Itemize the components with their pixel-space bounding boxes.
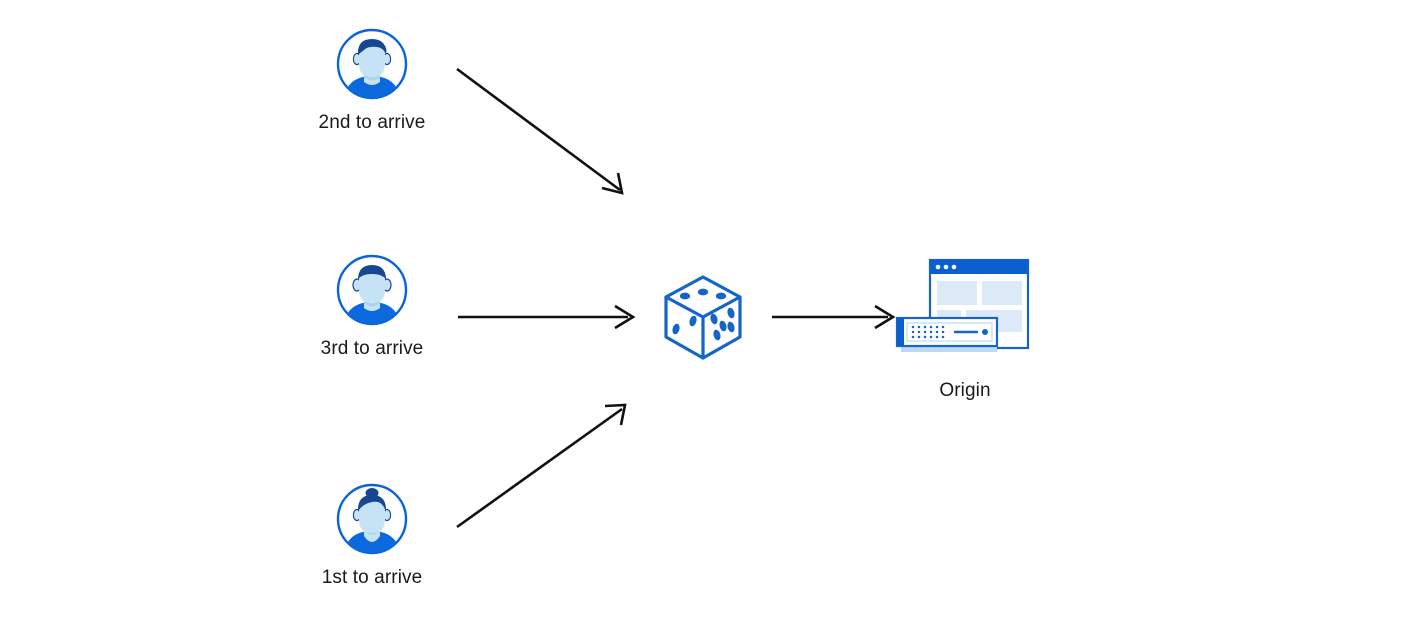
titlebar-dots [935,264,957,270]
arrow-3rd-to-dice [458,304,636,330]
user-avatar-icon [334,481,410,557]
arrow-2nd-to-dice [456,67,624,195]
origin-server-icon [875,255,1055,370]
dice-right-pips [710,307,735,341]
client-label-2nd: 2nd to arrive [318,112,426,133]
client-node-1st[interactable]: 1st to arrive [302,481,442,590]
randomizer-node[interactable] [648,263,758,367]
user-avatar-icon [334,252,410,328]
dice-left-pips [672,315,697,335]
arrow-1st-to-dice [456,403,627,529]
dice-icon [651,263,755,367]
server-vents [911,325,945,339]
client-node-3rd[interactable]: 3rd to arrive [302,252,442,361]
client-label-1st: 1st to arrive [321,567,423,588]
dice-top-pips [679,288,727,300]
server-device [895,316,999,352]
user-avatar-icon [334,26,410,102]
client-label-3rd: 3rd to arrive [320,338,424,359]
client-node-2nd[interactable]: 2nd to arrive [302,26,442,135]
origin-label: Origin [939,380,991,401]
origin-node[interactable]: Origin [875,255,1055,403]
